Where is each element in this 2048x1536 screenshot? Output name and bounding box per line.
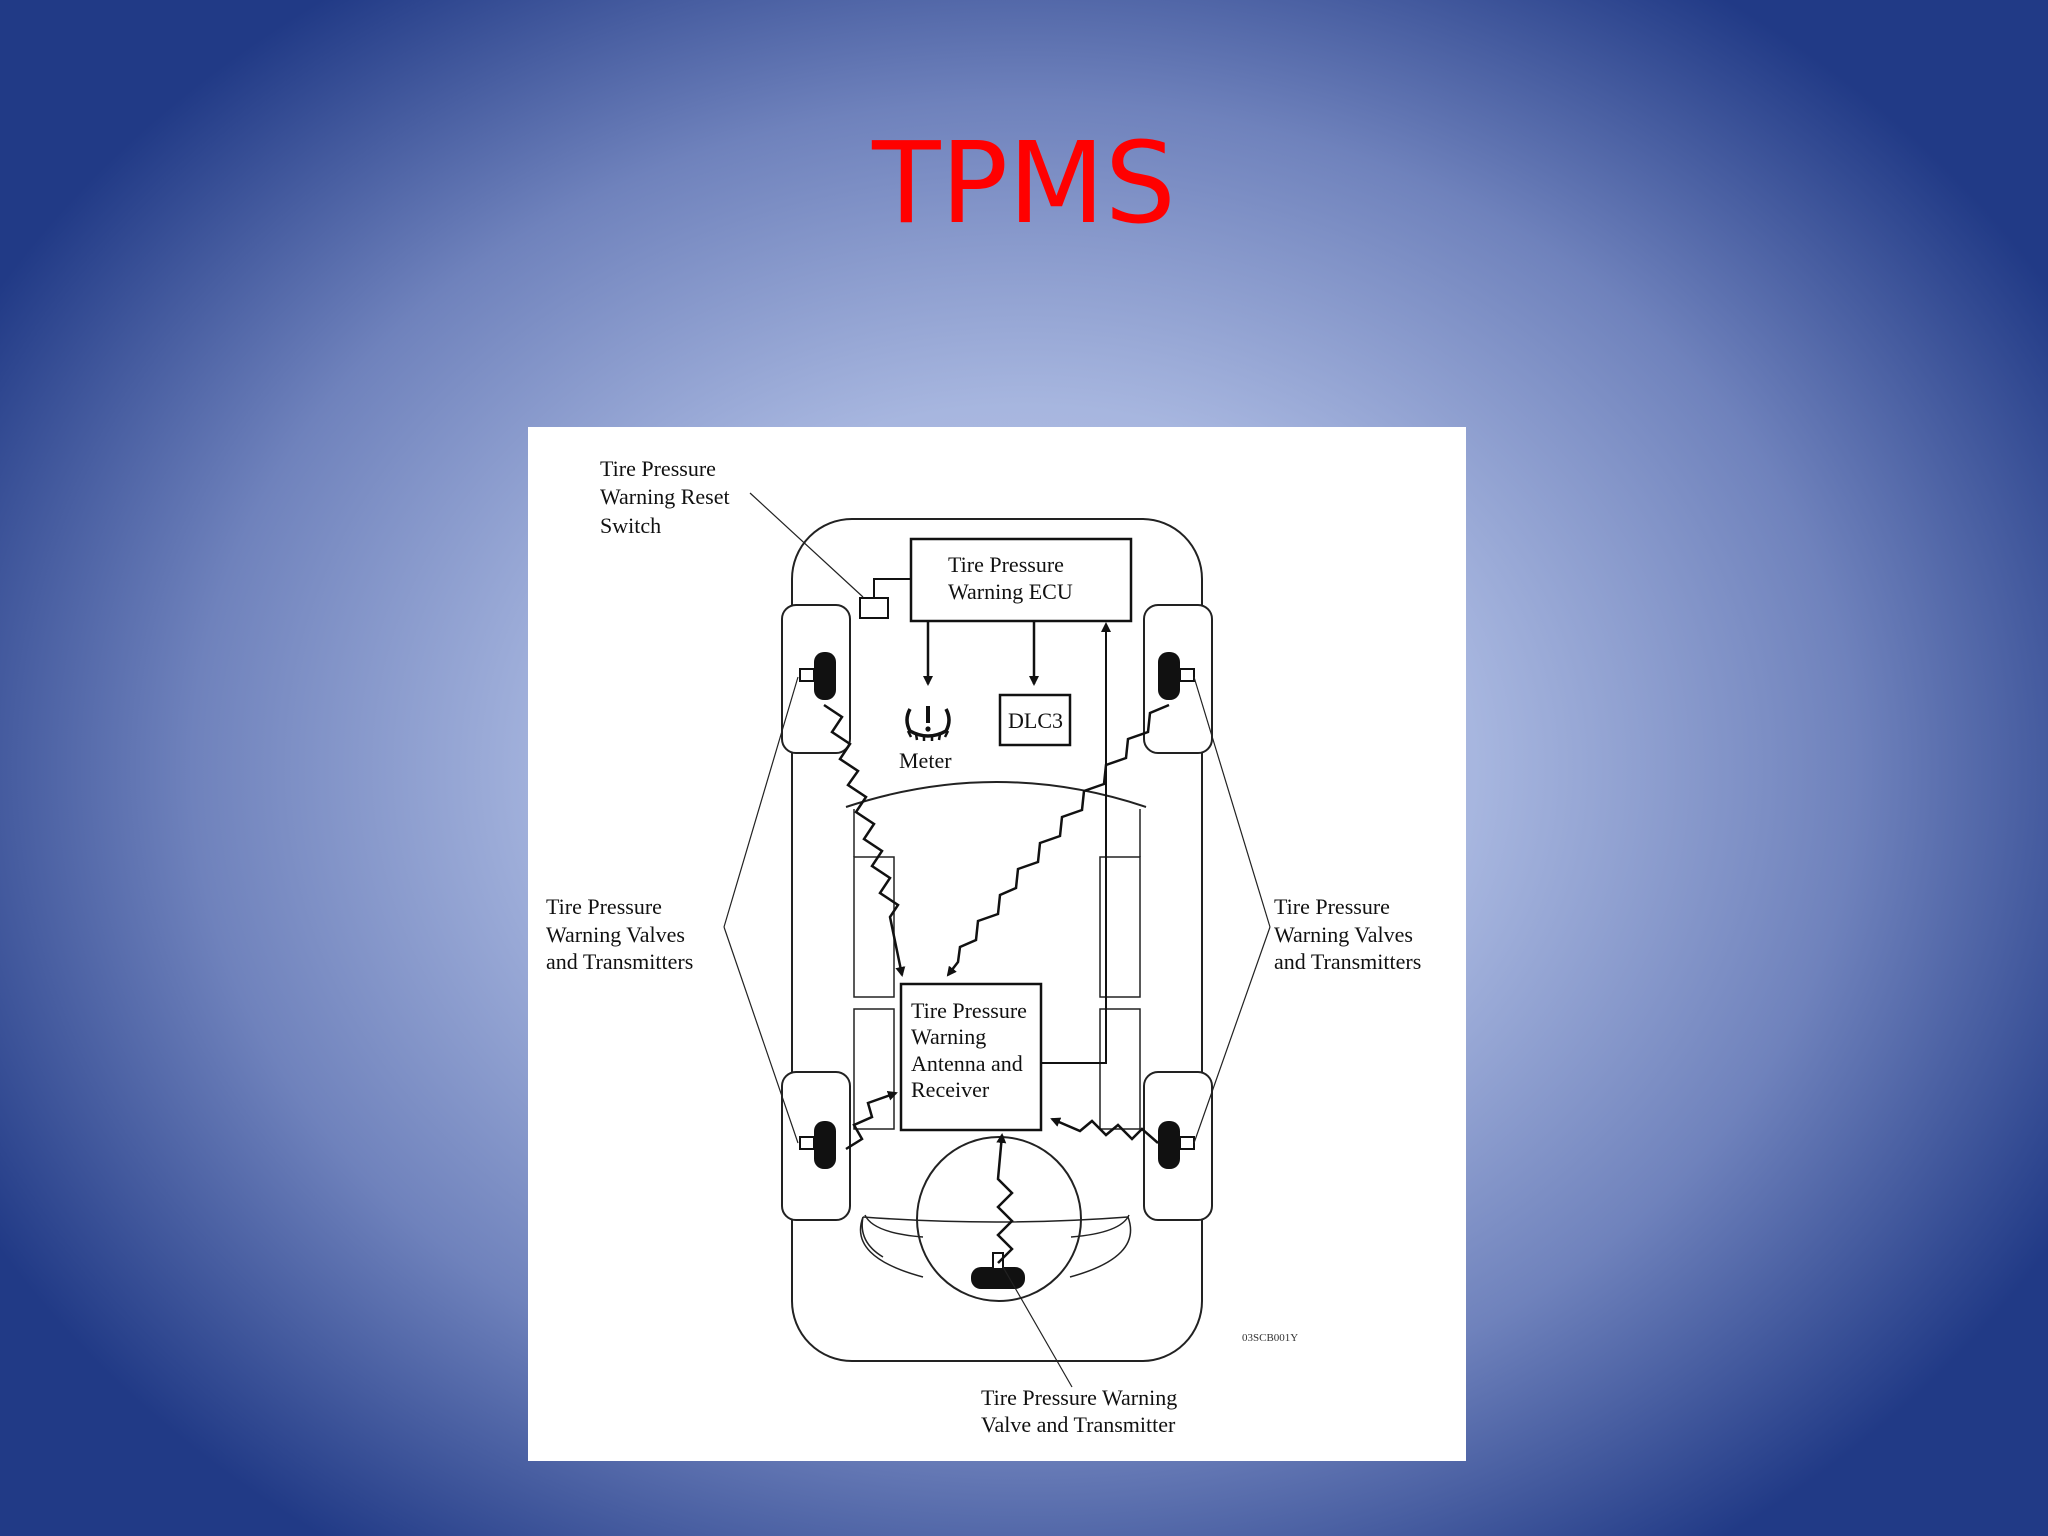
tire-front-left: [799, 652, 836, 700]
tpms-diagram-svg: Tire Pressure Warning ECU Tire Pressure …: [546, 456, 1421, 1437]
right-valves-leader-front: [1193, 676, 1271, 928]
rear-lower-curve: [863, 1213, 1131, 1237]
reset-switch-label-line-2: Warning Reset: [600, 484, 730, 509]
tire-front-right: [1158, 652, 1195, 700]
spare-tire: [971, 1252, 1025, 1289]
meter-label: Meter: [899, 748, 952, 773]
right-valves-label-line-2: Warning Valves: [1274, 922, 1413, 947]
slide-title: TPMS: [872, 119, 1176, 249]
reset-switch-box: [859, 597, 889, 619]
left-valves-label-line-2: Warning Valves: [546, 922, 685, 947]
figure-code: 03SCB001Y: [1242, 1332, 1298, 1344]
rear-window-curve: [862, 1216, 1129, 1223]
ecu-label-line-2: Warning ECU: [948, 579, 1073, 604]
receiver-label-line-1: Tire Pressure: [911, 998, 1027, 1023]
right-valves-label-line-3: and Transmitters: [1274, 949, 1421, 974]
rear-body-curve: [864, 1214, 1130, 1238]
reset-switch-label-line-1: Tire Pressure: [600, 456, 716, 481]
receiver-box: [899, 982, 1043, 1132]
bottom-arc: [860, 1215, 1133, 1233]
ecu-label-line-1: Tire Pressure: [948, 552, 1064, 577]
signal-spare: [996, 1133, 1014, 1264]
right-valves-label-line-1: Tire Pressure: [1274, 894, 1390, 919]
windshield-curve: [845, 781, 1147, 808]
receiver-label-line-4: Receiver: [911, 1077, 990, 1102]
spare-label-line-2: Valve and Transmitter: [981, 1412, 1176, 1437]
tpms-warning-icon: [905, 706, 951, 741]
spare-label-line-1: Tire Pressure Warning: [981, 1385, 1177, 1410]
left-valves-leader-rear: [723, 926, 799, 1144]
spare-leader: [1002, 1266, 1073, 1388]
left-front-door: [853, 856, 895, 998]
trunk-curve: [861, 1216, 884, 1258]
reset-switch-label-line-3: Switch: [600, 513, 661, 538]
dlc3-box: [998, 693, 1072, 747]
left-rear-door: [853, 1008, 895, 1130]
dlc3-label: DLC3: [1008, 708, 1063, 733]
rear-bumper-curve-2: [1069, 1216, 1132, 1278]
signal-front-left: [823, 703, 906, 977]
signal-rear-left: [845, 1090, 898, 1151]
signal-rear-right: [1050, 1117, 1159, 1144]
right-valves-leader-rear: [1193, 926, 1271, 1144]
lower-arc: [861, 1217, 1133, 1242]
left-valves-leader-front: [723, 676, 799, 928]
reset-switch-wire: [873, 578, 911, 598]
left-valves-label-line-3: and Transmitters: [546, 949, 693, 974]
tpms-diagram: Tire Pressure Warning ECU Tire Pressure …: [528, 427, 1466, 1461]
ecu-box: [909, 537, 1133, 623]
right-rear-door: [1099, 1008, 1141, 1130]
signal-front-right-main: [946, 703, 1170, 977]
right-front-door: [1099, 856, 1141, 998]
left-valves-label-line-1: Tire Pressure: [546, 894, 662, 919]
tire-rear-left: [799, 1121, 836, 1169]
reset-switch-leader: [749, 492, 864, 598]
receiver-label-line-3: Antenna and: [911, 1051, 1023, 1076]
arrow-receiver-to-ecu: [1041, 622, 1111, 1064]
receiver-label-line-2: Warning: [911, 1024, 986, 1049]
rear-bumper-curve: [859, 1216, 924, 1278]
